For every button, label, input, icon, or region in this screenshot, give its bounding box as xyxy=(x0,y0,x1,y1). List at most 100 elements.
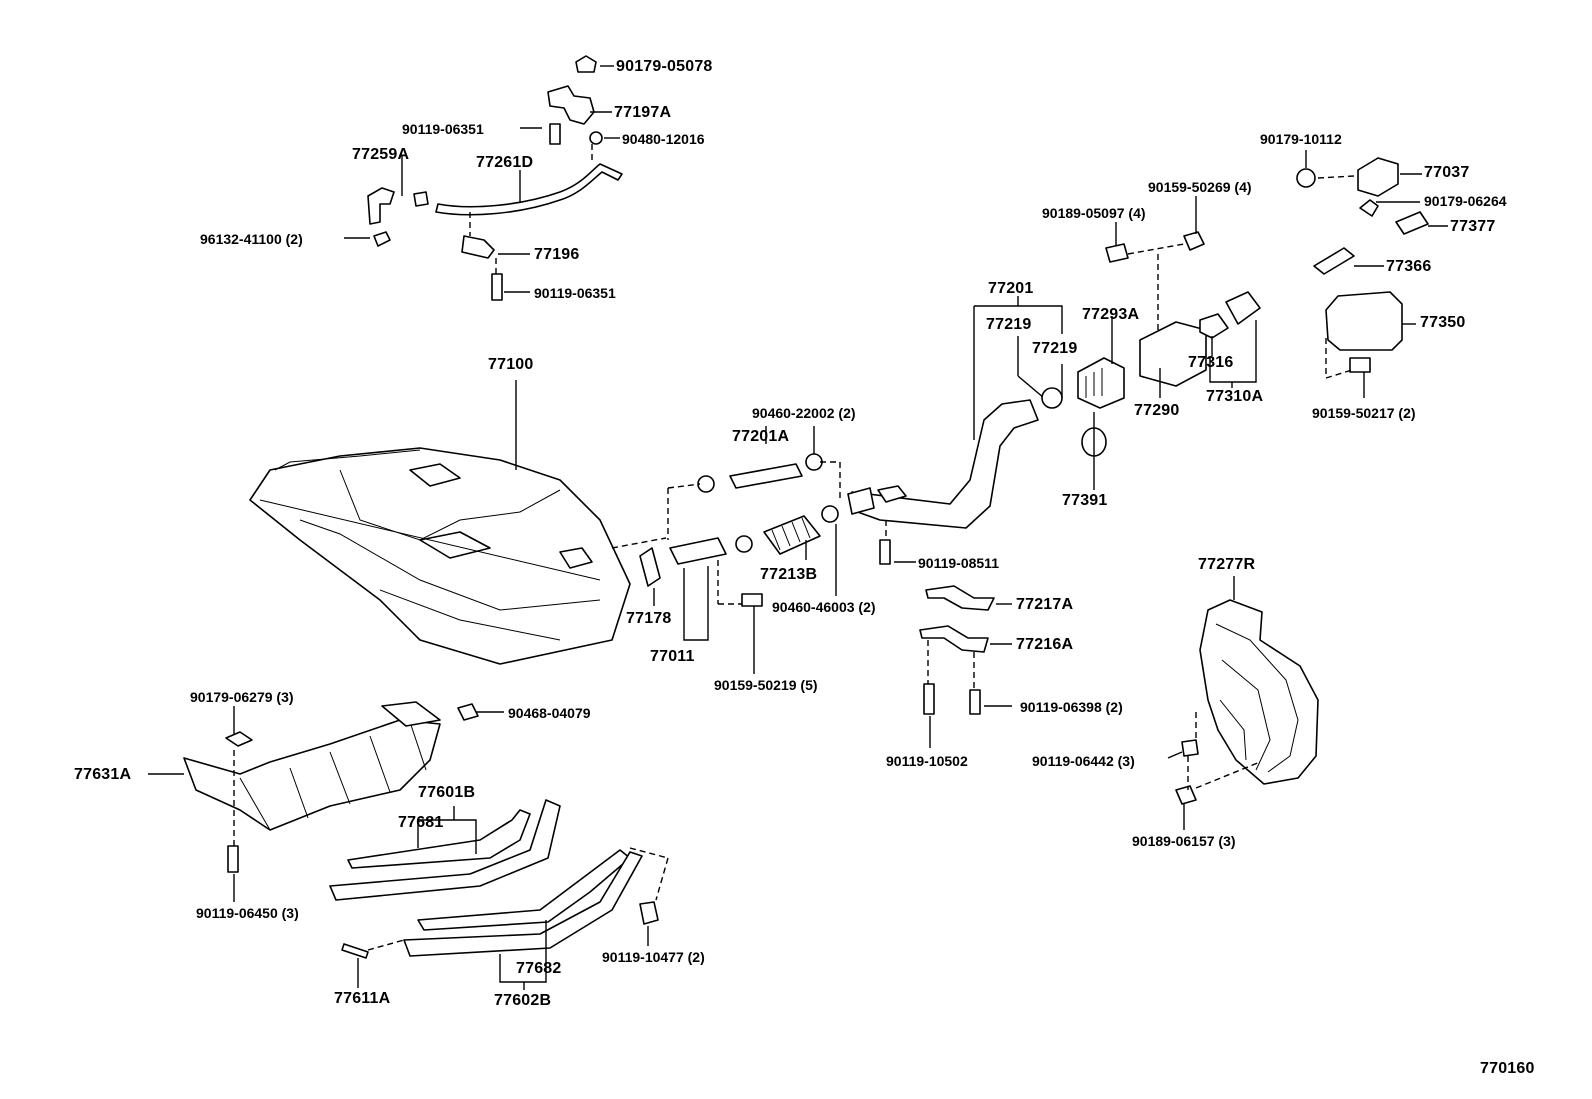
bolt-90119-10477 xyxy=(640,902,658,924)
label-90179-06264: 90179-06264 xyxy=(1424,193,1507,209)
hinge-77377 xyxy=(1396,212,1428,234)
label-90119-10502: 90119-10502 xyxy=(886,753,968,769)
label-77196: 77196 xyxy=(534,246,580,263)
lid-77350 xyxy=(1326,292,1402,350)
bolt-90159-50219 xyxy=(742,594,762,606)
clamp-left-upper xyxy=(698,476,714,492)
diagram-id: 770160 xyxy=(1480,1060,1535,1077)
label-77602B: 77602B xyxy=(494,992,552,1009)
filler-hoses-group xyxy=(612,426,840,674)
label-77316: 77316 xyxy=(1188,354,1234,371)
label-90460-46003: 90460-46003 (2) xyxy=(772,599,876,615)
label-77219-upper: 77219 xyxy=(986,316,1032,333)
label-90179-05078: 90179-05078 xyxy=(616,58,713,75)
grommet-90480-12016 xyxy=(590,132,602,144)
label-77261D: 77261D xyxy=(476,154,534,171)
clip-90468-04079 xyxy=(458,704,478,720)
label-77293A: 77293A xyxy=(1082,306,1140,323)
label-77217A: 77217A xyxy=(1016,596,1074,613)
clamp-77219 xyxy=(1042,388,1062,408)
clamp-96132-41100 xyxy=(374,232,390,246)
label-77681: 77681 xyxy=(398,814,444,831)
label-77216A: 77216A xyxy=(1016,636,1074,653)
label-90119-06351-upper: 90119-06351 xyxy=(402,121,484,137)
screw-90159-50217 xyxy=(1350,358,1370,372)
rod-77366 xyxy=(1314,248,1354,274)
nut-90179-06264 xyxy=(1360,200,1378,216)
boot-77213B xyxy=(764,516,820,554)
fuel-tank-77100 xyxy=(250,380,630,664)
spring-77037 xyxy=(1358,158,1398,196)
label-77366: 77366 xyxy=(1386,258,1432,275)
nut-90179-10112 xyxy=(1297,169,1315,187)
label-77611A: 77611A xyxy=(334,990,391,1007)
label-90189-05097: 90189-05097 (4) xyxy=(1042,205,1146,221)
protector-brackets xyxy=(920,586,1012,748)
protector-77631A xyxy=(184,720,440,830)
bolt-90119-06398 xyxy=(970,690,980,714)
label-77391: 77391 xyxy=(1062,492,1108,509)
label-90189-06157: 90189-06157 (3) xyxy=(1132,833,1236,849)
label-77201: 77201 xyxy=(988,280,1034,297)
label-77197A: 77197A xyxy=(614,104,672,121)
label-96132-41100: 96132-41100 (2) xyxy=(200,231,303,247)
splash-shield-77277R xyxy=(1168,576,1318,830)
filler-housing-77290 xyxy=(1140,322,1206,386)
filler-pipe-77201 xyxy=(848,296,1062,564)
pipe-77011 xyxy=(670,538,726,564)
band-77602B xyxy=(404,852,642,956)
label-90119-06351-lower: 90119-06351 xyxy=(534,285,616,301)
nut-90179-06279 xyxy=(226,732,252,746)
bolt-90119-06351-upper xyxy=(550,124,560,144)
bracket-77216A xyxy=(920,626,988,652)
cap-77310A xyxy=(1226,292,1260,324)
label-90119-06398: 90119-06398 (2) xyxy=(1020,699,1123,715)
bolt-90119-06450 xyxy=(228,846,238,872)
label-77277R: 77277R xyxy=(1198,556,1256,573)
clamp-90460-46003 xyxy=(822,506,838,522)
bracket-77196 xyxy=(462,236,494,258)
pipe-77261D xyxy=(436,164,622,215)
label-77259A: 77259A xyxy=(352,146,410,163)
label-77350: 77350 xyxy=(1420,314,1466,331)
filler-cap-group xyxy=(1078,196,1260,490)
label-77290: 77290 xyxy=(1134,402,1180,419)
label-90119-10477: 90119-10477 (2) xyxy=(602,949,705,965)
sub-tank-pipe-77178 xyxy=(640,548,660,586)
bolt-90119-10502 xyxy=(924,684,934,714)
label-90179-06279: 90179-06279 (3) xyxy=(190,689,294,705)
screw-90159-50269 xyxy=(1184,232,1204,250)
clip-on-hose xyxy=(414,192,428,206)
grommet-77293A xyxy=(1078,358,1124,408)
label-90179-10112: 90179-10112 xyxy=(1260,131,1342,147)
clamp-90460-22002 xyxy=(806,454,822,470)
label-90159-50219: 90159-50219 (5) xyxy=(714,677,818,693)
band-77681 xyxy=(348,810,530,868)
breather-pipe-group xyxy=(344,56,622,300)
bracket-77197A xyxy=(548,86,594,124)
bolt-90119-06442 xyxy=(1182,740,1198,756)
label-90159-50269: 90159-50269 (4) xyxy=(1148,179,1252,195)
band-77601B xyxy=(330,800,560,900)
bolt-90119-06351-lower xyxy=(492,274,502,300)
label-90159-50217: 90159-50217 (2) xyxy=(1312,405,1416,421)
label-77310A: 77310A xyxy=(1206,388,1264,405)
hose-77259A xyxy=(368,188,394,224)
label-77631A: 77631A xyxy=(74,766,132,783)
clip-90189-06157 xyxy=(1176,786,1196,804)
label-90119-08511: 90119-08511 xyxy=(918,555,999,571)
hose-77201A xyxy=(730,464,802,488)
bracket-77217A xyxy=(926,586,994,610)
clamp-mid xyxy=(736,536,752,552)
label-77100: 77100 xyxy=(488,356,534,373)
label-77601B: 77601B xyxy=(418,784,476,801)
label-77037: 77037 xyxy=(1424,164,1470,181)
label-77682: 77682 xyxy=(516,960,562,977)
tank-protector-and-bands xyxy=(148,702,668,990)
label-77011: 77011 xyxy=(650,648,695,665)
label-77219-lower: 77219 xyxy=(1032,340,1078,357)
label-90460-22002: 90460-22002 (2) xyxy=(752,405,856,421)
bolt-90119-08511 xyxy=(880,540,890,564)
